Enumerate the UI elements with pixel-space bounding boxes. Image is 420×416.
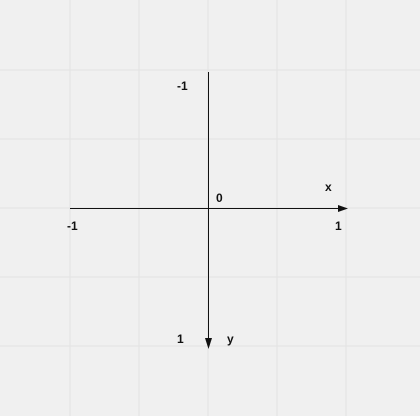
x-axis-arrowhead — [338, 205, 348, 212]
x-axis-name: x — [325, 180, 332, 194]
x-axis-max-label: 1 — [335, 219, 342, 233]
x-axis-min-label: -1 — [67, 219, 78, 233]
origin-label: 0 — [216, 191, 223, 205]
y-axis-name: y — [227, 332, 234, 346]
y-axis — [205, 72, 212, 349]
y-axis-arrowhead — [205, 338, 212, 349]
y-axis-max-label: 1 — [177, 332, 184, 346]
y-axis-min-label: -1 — [177, 79, 188, 93]
x-axis — [70, 205, 348, 212]
